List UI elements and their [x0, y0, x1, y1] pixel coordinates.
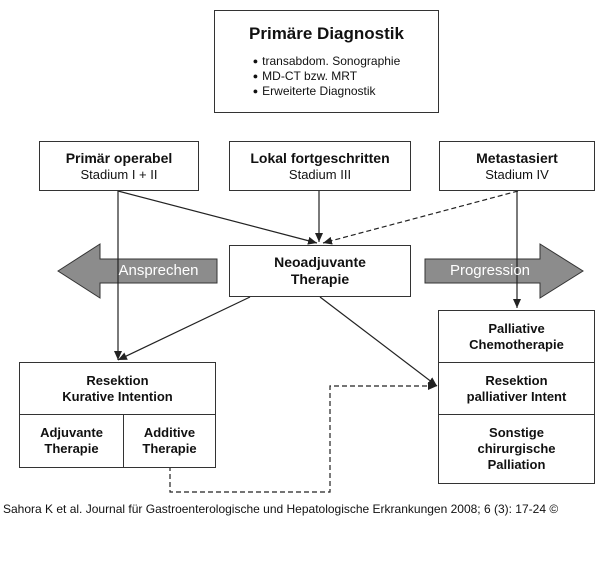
- citation-text: Sahora K et al. Journal für Gastroentero…: [3, 502, 559, 516]
- curative-resection-box: Resektion Kurative Intention Adjuvante T…: [19, 362, 216, 468]
- palliative-cell2-line1: Resektion: [485, 372, 548, 388]
- diagnostics-title: Primäre Diagnostik: [249, 24, 404, 43]
- stage-title: Metastasiert: [476, 149, 558, 166]
- diagnostics-item: Erweiterte Diagnostik: [253, 84, 401, 99]
- stage-subtitle: Stadium III: [288, 166, 352, 182]
- diagnostics-item: transabdom. Sonographie: [253, 54, 400, 69]
- stage-box-metastatic: Metastasiert Stadium IV: [439, 141, 595, 191]
- resection-header-line1: Resektion: [86, 372, 149, 388]
- connector-neoadjuvant-resection: [117, 296, 251, 361]
- neoadjuvant-line1: Neoadjuvante: [274, 254, 366, 270]
- connector-operable-neoadjuvant: [117, 190, 318, 245]
- palliative-cell3-line2: chirurgische: [477, 440, 556, 456]
- palliative-chemotherapy-cell: Palliative Chemotherapie: [439, 311, 594, 363]
- palliative-cell1-line1: Palliative: [488, 320, 545, 336]
- adjuvant-line2: Therapie: [44, 441, 99, 456]
- palliative-cell1-line2: Chemotherapie: [469, 336, 564, 352]
- diagnostics-list: transabdom. Sonographie MD-CT bzw. MRT E…: [253, 54, 401, 99]
- stage-title: Primär operabel: [65, 149, 173, 166]
- progression-block-arrow: [424, 243, 584, 299]
- palliative-cell2-line2: palliativer Intent: [466, 388, 567, 404]
- response-block-arrow: [57, 243, 218, 299]
- connector-neoadjuvant-palliative-resection: [319, 296, 438, 387]
- adjuvant-line1: Adjuvante: [40, 425, 103, 440]
- neoadjuvant-line2: Therapie: [290, 271, 350, 287]
- neoadjuvant-therapy-box: Neoadjuvante Therapie: [229, 245, 411, 297]
- additive-therapy-cell: Additive Therapie: [124, 415, 215, 467]
- stage-box-operable: Primär operabel Stadium I + II: [39, 141, 199, 191]
- palliative-cell3-line1: Sonstige: [489, 424, 544, 440]
- stage-subtitle: Stadium I + II: [80, 166, 158, 182]
- other-surgical-palliation-cell: Sonstige chirurgische Palliation: [439, 415, 594, 482]
- connector-additive-palliative-resection: [169, 382, 437, 493]
- diagnostics-item: MD-CT bzw. MRT: [253, 69, 401, 84]
- palliative-resection-cell: Resektion palliativer Intent: [439, 363, 594, 415]
- connector-metastatic-neoadjuvant: [322, 190, 519, 245]
- response-arrow-label: Ansprechen: [118, 262, 199, 279]
- palliative-box: Palliative Chemotherapie Resektion palli…: [438, 310, 595, 484]
- stage-title: Lokal fortgeschritten: [250, 149, 390, 166]
- additive-line1: Additive: [143, 425, 196, 440]
- additive-line2: Therapie: [142, 441, 197, 456]
- adjuvant-therapy-cell: Adjuvante Therapie: [20, 415, 124, 467]
- stage-subtitle: Stadium IV: [485, 166, 549, 182]
- palliative-cell3-line3: Palliation: [487, 456, 546, 472]
- progression-arrow-label: Progression: [449, 262, 531, 279]
- curative-resection-header: Resektion Kurative Intention: [20, 363, 215, 415]
- resection-header-line2: Kurative Intention: [62, 388, 173, 404]
- stage-box-advanced: Lokal fortgeschritten Stadium III: [229, 141, 411, 191]
- primary-diagnostics-box: Primäre Diagnostik transabdom. Sonograph…: [214, 10, 439, 113]
